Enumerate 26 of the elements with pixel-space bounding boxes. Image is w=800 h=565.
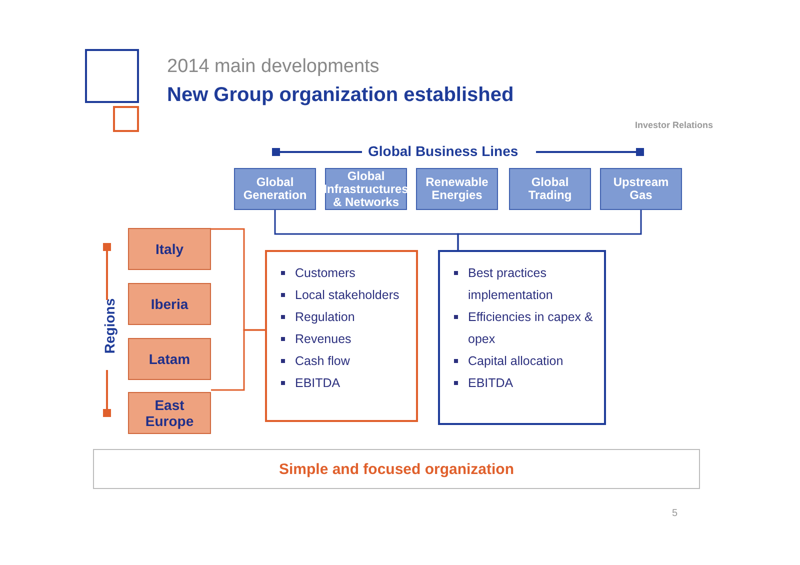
bullet-item: Cash flow bbox=[281, 350, 410, 372]
region-box: Italy bbox=[128, 228, 211, 270]
bullet-item: Local stakeholders bbox=[281, 284, 410, 306]
region-box: Latam bbox=[128, 338, 211, 380]
page-number: 5 bbox=[672, 508, 678, 519]
subtitle: 2014 main developments bbox=[167, 56, 380, 78]
bracket-heading: Global Business Lines bbox=[368, 143, 518, 159]
region-box: Iberia bbox=[128, 283, 211, 325]
summary-banner bbox=[93, 449, 700, 489]
bullet-item: Customers bbox=[281, 262, 410, 284]
banner-text: Simple and focused organization bbox=[278, 460, 514, 478]
bullet-item: Best practices implementation bbox=[454, 262, 598, 306]
bullet-item: EBITDA bbox=[281, 372, 410, 394]
region-box: East Europe bbox=[128, 392, 211, 434]
connector-line bbox=[211, 329, 265, 391]
connector-line bbox=[457, 210, 642, 250]
bullet-item: Revenues bbox=[281, 328, 410, 350]
bullet-list-box bbox=[438, 250, 606, 425]
bullet-item: Regulation bbox=[281, 306, 410, 328]
bullet-item: Capital allocation bbox=[454, 350, 598, 372]
title: New Group organization established bbox=[167, 84, 514, 107]
header-note: Investor Relations bbox=[634, 120, 713, 130]
bullet-item: Efficiencies in capex & opex bbox=[454, 306, 598, 350]
bracket-heading: Regions bbox=[102, 298, 118, 354]
bullet-item: EBITDA bbox=[454, 372, 598, 394]
bullet-list-box bbox=[265, 250, 418, 422]
